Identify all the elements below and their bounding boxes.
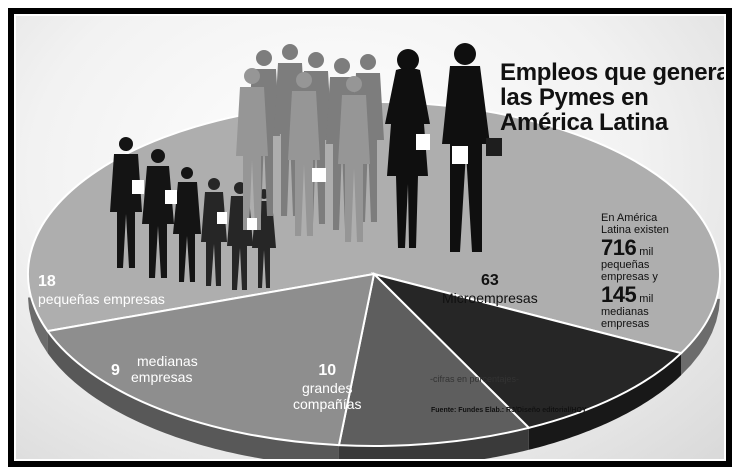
person-crowd-5-head — [360, 54, 376, 70]
person-small-4-head — [208, 178, 220, 190]
side-note-stat-1-text-line-2: empresas y — [601, 271, 658, 283]
person-crowd-6-body — [236, 87, 268, 230]
document-4 — [247, 218, 257, 230]
side-note-stat-2: 145 mil — [601, 284, 721, 306]
person-crowd-7-body — [288, 91, 320, 236]
person-crowd-6-head — [244, 68, 260, 84]
person-crowd-8-head — [346, 76, 362, 92]
person-crowd-4-head — [334, 58, 350, 74]
slice-name-grandes-line-1: grandes — [301, 380, 353, 396]
pie-side-3 — [47, 331, 339, 459]
document-3 — [217, 212, 227, 224]
source-credit: Fuente: Fundes Elab.: RJ/Diseño editoria… — [431, 407, 587, 414]
slice-label-microempresas: 63 Microempresas — [442, 272, 538, 306]
pie-slice-3 — [45, 272, 376, 447]
pie-slice-2 — [337, 271, 531, 447]
slice-name-medianas-line-1: medianas — [137, 353, 198, 369]
person-small-2-head — [151, 149, 165, 163]
slice-label-medianas: 9 medianas empresas — [111, 353, 198, 385]
slice-name-medianas-line-2: empresas — [131, 369, 193, 385]
document-2 — [165, 190, 177, 204]
document-7 — [452, 146, 468, 164]
chart-title-line-1: Empleos que generan — [500, 59, 726, 86]
slice-value-microempresas: 63 — [480, 272, 499, 289]
person-crowd-2-head — [282, 44, 298, 60]
slice-name-pequenas: pequeñas empresas — [38, 291, 165, 307]
person-small-1-head — [119, 137, 133, 151]
person-crowd-8-body — [338, 95, 370, 242]
person-front-woman-head — [397, 49, 419, 71]
document-5 — [312, 168, 326, 182]
chart-title: Empleos que generan las Pymes en América… — [500, 59, 726, 136]
people-illustration — [110, 43, 502, 290]
slice-label-pequenas: 18 pequeñas empresas — [38, 273, 165, 307]
document-1 — [132, 180, 144, 194]
crowd-middle — [236, 68, 370, 242]
pie-top-group — [27, 101, 721, 447]
infographic-panel: Empleos que generan las Pymes en América… — [14, 14, 726, 461]
person-crowd-1-head — [256, 50, 272, 66]
person-front-man-body — [442, 66, 490, 252]
unit-note: -cifras en porcentajes- — [430, 374, 520, 384]
chart-title-line-2: las Pymes en — [500, 84, 649, 111]
chart-title-line-3: América Latina — [500, 109, 668, 136]
pie-side-1 — [528, 353, 682, 450]
side-note-stat-2-value: 145 — [601, 282, 637, 307]
crowd-front — [385, 43, 490, 252]
side-note-stat-1-value: 716 — [601, 235, 637, 260]
person-crowd-3-head — [308, 52, 324, 68]
person-small-3-head — [181, 167, 193, 179]
pie-slice-1 — [370, 272, 684, 429]
documents — [132, 134, 468, 230]
document-6 — [416, 134, 430, 150]
side-note-stat-2-text-line-1: medianas — [601, 306, 649, 318]
side-note-intro-line-1: En América — [601, 212, 658, 224]
slice-value-pequenas: 18 — [38, 273, 56, 290]
side-note-stat-1: 716 mil — [601, 237, 721, 259]
slice-value-grandes: 10 — [318, 362, 337, 379]
slice-value-medianas: 9 — [111, 362, 120, 379]
side-note-stat-2-text-line-2: empresas — [601, 318, 650, 330]
briefcase — [486, 138, 502, 156]
person-small-3-body — [173, 182, 201, 282]
slice-name-grandes-line-2: compañías — [293, 396, 362, 412]
person-front-man-head — [454, 43, 476, 65]
side-note: En América Latina existen 716 mil pequeñ… — [601, 212, 721, 330]
slice-name-microempresas: Microempresas — [442, 290, 538, 306]
side-note-stat-2-unit: mil — [639, 293, 654, 305]
side-note-intro-line-2: Latina existen — [601, 224, 669, 236]
side-note-stat-1-text-line-1: pequeñas — [601, 259, 650, 271]
side-note-stat-1-unit: mil — [639, 246, 654, 258]
pie-chart — [27, 43, 721, 459]
person-crowd-7-head — [296, 72, 312, 88]
slice-label-grandes: 10 grandes compañías — [293, 362, 361, 412]
person-front-woman-body — [385, 68, 430, 248]
